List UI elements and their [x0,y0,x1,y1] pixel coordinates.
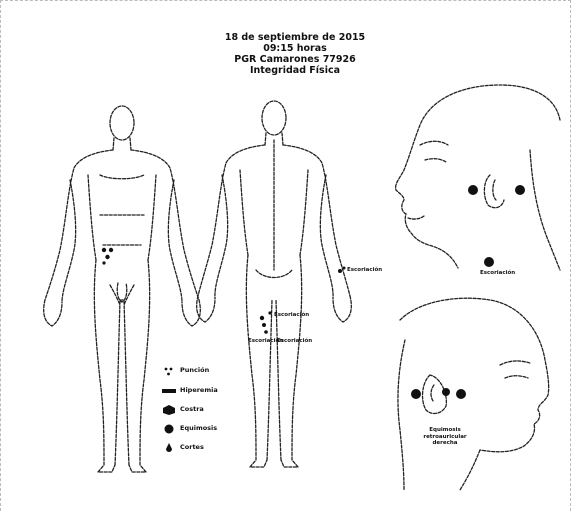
legend-label: Hiperemia [180,386,218,394]
label-neck: Escoriación [480,270,515,276]
bar-icon [162,386,176,396]
legend-label: Equimosis [180,424,217,432]
back-body-figure [197,101,352,467]
legend-label: Cortes [180,443,204,451]
label-back-right-arm: Escoriación [347,267,382,273]
filled-circle-icon [162,424,176,434]
hexagon-icon [162,405,176,415]
puncture-dots-icon [162,366,176,376]
side-head-profile-upper [396,85,560,270]
legend-label: Punción [180,366,209,374]
label-back-hand-upper: Escoriación [274,312,309,318]
front-body-figure [44,106,201,472]
label-back-hand-right: Escoriación [277,338,312,344]
label-ear: Equimosis retroauricular derecha [415,427,475,447]
legend-label: Costra [180,405,204,413]
drop-icon [162,443,176,453]
